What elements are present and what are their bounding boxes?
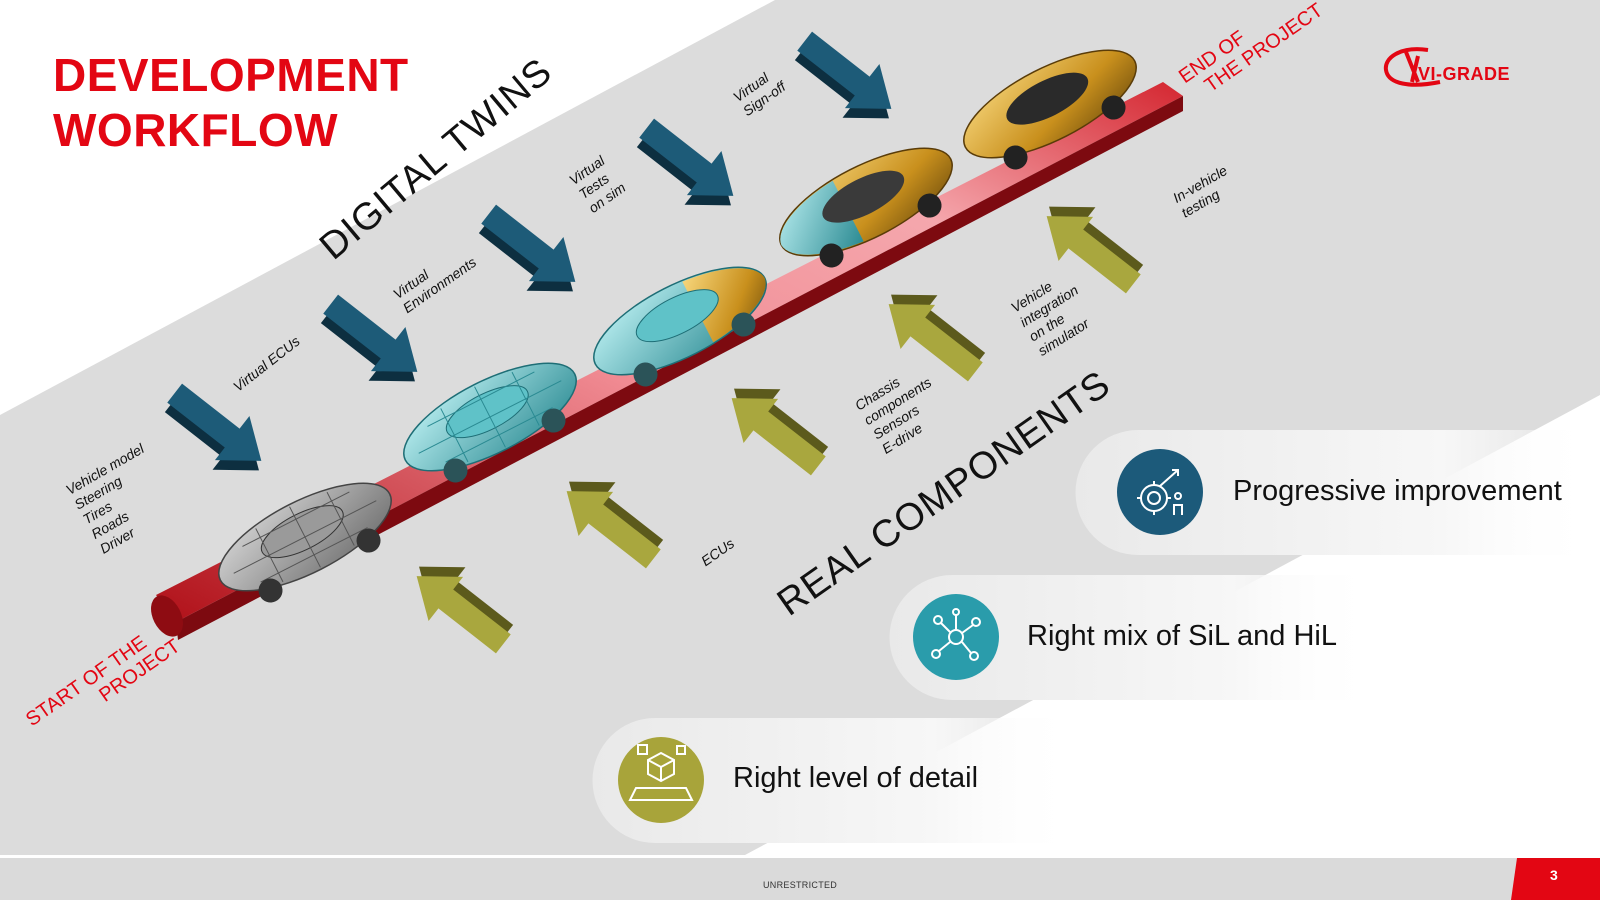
benefit-label-sil-hil: Right mix of SiL and HiL [1027, 620, 1338, 652]
title-line-2: WORKFLOW [53, 104, 339, 156]
car-transition-2 [779, 147, 953, 268]
digital-arrow [478, 204, 576, 292]
digital-arrow [794, 31, 892, 119]
real-arrow [1046, 206, 1144, 294]
logo-text: VI-GRADE [1418, 64, 1511, 84]
page-number: 3 [1550, 867, 1558, 883]
real-arrows [416, 206, 1144, 654]
car-wireframe-cyan [403, 362, 577, 483]
real-arrow [731, 388, 829, 476]
title-line-1: DEVELOPMENT [53, 49, 409, 101]
car-wireframe [218, 482, 392, 603]
classification-label: UNRESTRICTED [763, 880, 838, 890]
real-arrow [566, 481, 664, 569]
benefit-label-progressive: Progressive improvement [1233, 475, 1562, 507]
car-transition-1 [593, 266, 767, 387]
gear-growth-icon [1137, 469, 1183, 515]
page-title: DEVELOPMENT WORKFLOW [53, 48, 409, 158]
footer-bar [0, 858, 1600, 900]
cubes-icon [628, 744, 694, 801]
vi-grade-logo [1383, 47, 1441, 87]
digital-arrow [320, 294, 418, 382]
network-icon [931, 608, 981, 661]
benefit-pill-3 [592, 718, 1080, 843]
benefit-label-detail: Right level of detail [733, 762, 979, 794]
real-arrow [888, 294, 986, 382]
car-final [963, 49, 1137, 170]
digital-arrow [164, 383, 262, 471]
digital-arrows [164, 31, 892, 471]
page-number-tab [1511, 858, 1600, 900]
digital-arrow [636, 118, 734, 206]
real-arrow [416, 566, 514, 654]
